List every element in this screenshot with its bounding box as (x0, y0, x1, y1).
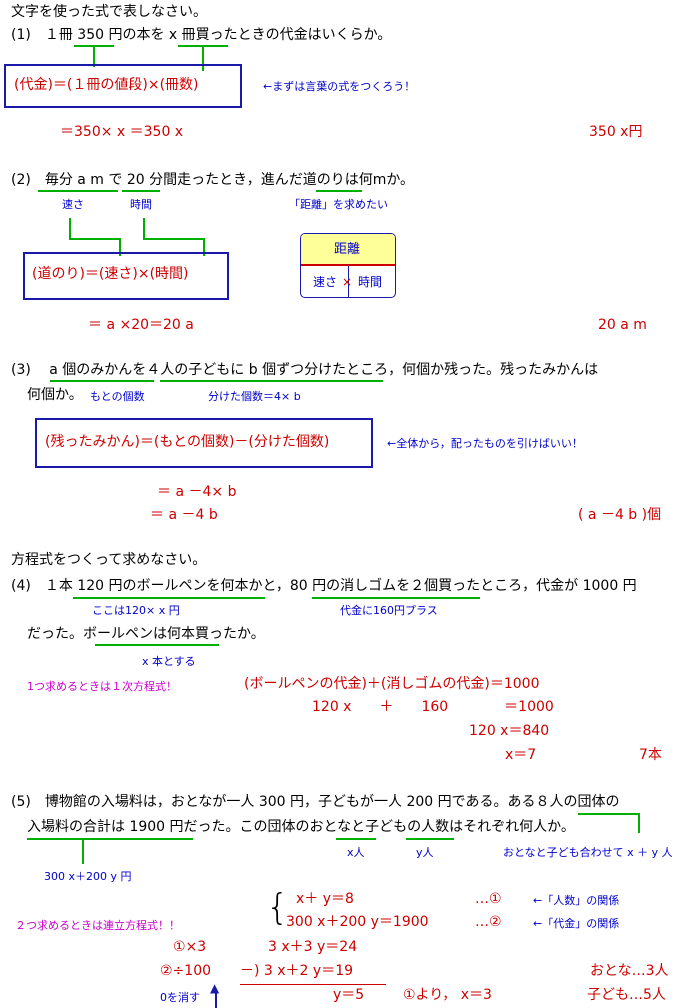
q3-work2: ＝ a －4 b (150, 507, 218, 523)
q5-calc2: －) 3 x＋2 y＝19 (240, 963, 354, 979)
q1-note: ←まずは言葉の式をつくろう！ (263, 80, 416, 93)
q5-elim-arrow (215, 992, 217, 1008)
q3-label-original: もとの個数 (90, 390, 145, 403)
q1-answer: 350 x円 (589, 124, 643, 140)
q3-question-line1: (3) a 個のみかんを４人の子どもに b 個ずつ分けたところ，何個か残った。残… (11, 362, 599, 378)
q5-subtraction-rule (240, 984, 386, 985)
q5-label-sum: おとなと子ども合わせて x ＋ y 人 (503, 846, 673, 859)
q1-connector-price (93, 47, 95, 67)
q1-word-equation: (代金)＝(１冊の値段)×(冊数) (14, 77, 199, 93)
q4-eq4: x＝7 (505, 747, 537, 763)
instruction-1: 文字を使った式で表しなさい。 (11, 4, 207, 20)
q4-underline-question (95, 644, 219, 646)
q5-underline-child (406, 838, 454, 840)
q5-underline-fee (27, 838, 193, 840)
q4-label-plus: 代金に160円プラス (340, 604, 438, 617)
q5-op2: ②÷100 (160, 963, 212, 979)
q2-underline-distance (316, 190, 362, 192)
q1-question: (1) １冊 350 円の本を x 冊買ったときの代金はいくらか。 (11, 27, 392, 43)
q2-word-equation: (道のり)＝(速さ)×(時間) (32, 266, 189, 282)
q4-tip: 1つ求めるときは１次方程式！ (27, 680, 177, 693)
q5-tip: ２つ求めるときは連立方程式！！ (15, 919, 180, 932)
q3-underline-original (50, 380, 154, 382)
q5-from: ①より， x＝3 (403, 987, 492, 1003)
q3-answer: ( a －4 b )個 (578, 507, 662, 523)
distance-diagram-times: × (342, 275, 353, 289)
q3-word-equation: (残ったみかん)＝(もとの個数)－(分けた個数) (45, 434, 330, 450)
q5-note1: ←「人数」の関係 (533, 894, 620, 907)
q2-connector-a (69, 218, 71, 240)
q5-mark2: …② (475, 914, 502, 930)
q5-op1: ①×3 (173, 939, 207, 955)
q1-work: ＝350× x ＝350 x (60, 124, 184, 140)
q5-underline-adult (336, 838, 376, 840)
q4-answer: 7本 (639, 747, 662, 763)
q2-word-equation-box (23, 252, 229, 300)
distance-diagram-divider (301, 264, 395, 266)
q3-question-line2: 何個か。 (27, 387, 83, 403)
q5-answer-child: 子ども…5人 (587, 987, 666, 1003)
q5-question-line2: 入場料の合計は 1900 円だった。この団体のおとなと子どもの人数はそれぞれ何人… (27, 819, 575, 835)
q2-connector-d (143, 218, 145, 240)
q4-question-line1: (4) １本 120 円のボールペンを何本かと，80 円の消しゴムを２個買ったと… (11, 578, 637, 594)
q3-note: ←全体から，配ったものを引けばいい！ (387, 437, 583, 450)
q5-underline-group (578, 813, 640, 815)
q2-label-time: 時間 (130, 198, 152, 211)
q1-underline-price (74, 45, 114, 47)
q2-work: ＝ a ×20＝20 a (88, 317, 194, 333)
q2-answer: 20 a m (598, 317, 647, 333)
q5-connector-group (638, 813, 640, 833)
q2-underline-time (122, 190, 160, 192)
q3-label-divided: 分けた個数＝4× b (208, 390, 301, 403)
q4-eq1: (ボールペンの代金)＋(消しゴムの代金)＝1000 (244, 676, 540, 692)
distance-diagram-label-speed: 速さ (313, 275, 338, 289)
q5-label-x: x人 (347, 846, 365, 859)
q5-label-cost: 300 x＋200 y 円 (44, 870, 132, 883)
q5-label-y: y人 (416, 846, 434, 859)
q1-underline-count (178, 45, 228, 47)
q2-connector-c (119, 238, 121, 256)
q5-connector-fee (82, 840, 84, 864)
distance-diagram-vdivider (348, 266, 349, 297)
q4-question-line2: だった。ボールペンは何本買ったか。 (27, 626, 265, 642)
instruction-2: 方程式をつくって求めなさい。 (11, 552, 207, 568)
q5-note2: ←「代金」の関係 (533, 917, 620, 930)
q4-eq2: 120 x ＋ 160 ＝1000 (312, 699, 554, 715)
up-arrow-icon: ▲ (210, 981, 220, 995)
q3-word-equation-box (35, 418, 373, 468)
q2-connector-b (69, 238, 121, 240)
q3-underline-divided (160, 380, 383, 382)
q4-eq3: 120 x＝840 (469, 723, 550, 739)
q3-work1: ＝ a －4× b (157, 484, 237, 500)
q2-question: (2) 毎分 a m で 20 分間走ったとき，進んだ道のりは何mか。 (11, 172, 415, 188)
distance-diagram-label-time: 時間 (358, 275, 383, 289)
q2-underline-speed (38, 190, 118, 192)
q5-question-line1: (5) 博物館の入場料は，おとなが一人 300 円，子どもが一人 200 円であ… (11, 794, 620, 810)
q2-connector-f (203, 238, 205, 256)
q5-mark1: …① (475, 891, 502, 907)
q5-elim-note: 0を消す (160, 991, 200, 1004)
q5-calc1: 3 x＋3 y＝24 (268, 939, 358, 955)
q1-word-equation-box (4, 64, 242, 108)
q5-system-brace: { (266, 887, 289, 928)
q4-underline-pens (73, 597, 265, 599)
distance-diagram: 距離 速さ × 時間 (300, 233, 396, 298)
q2-connector-e (143, 238, 205, 240)
q5-sys2: 300 x＋200 y＝1900 (286, 914, 429, 930)
q5-sys1: x＋ y＝8 (296, 891, 354, 907)
q4-label-here: ここは120× x 円 (92, 604, 180, 617)
q4-underline-erasers (312, 597, 480, 599)
distance-diagram-top (301, 234, 395, 265)
q2-note: 「距離」を求めたい (289, 198, 388, 211)
q4-label-x: x 本とする (142, 655, 196, 668)
q1-connector-count (202, 47, 204, 71)
q5-calc3: y＝5 (333, 987, 365, 1003)
distance-diagram-label-distance: 距離 (334, 242, 361, 257)
q5-answer-adult: おとな…3人 (590, 963, 669, 979)
q2-label-speed: 速さ (62, 198, 84, 211)
